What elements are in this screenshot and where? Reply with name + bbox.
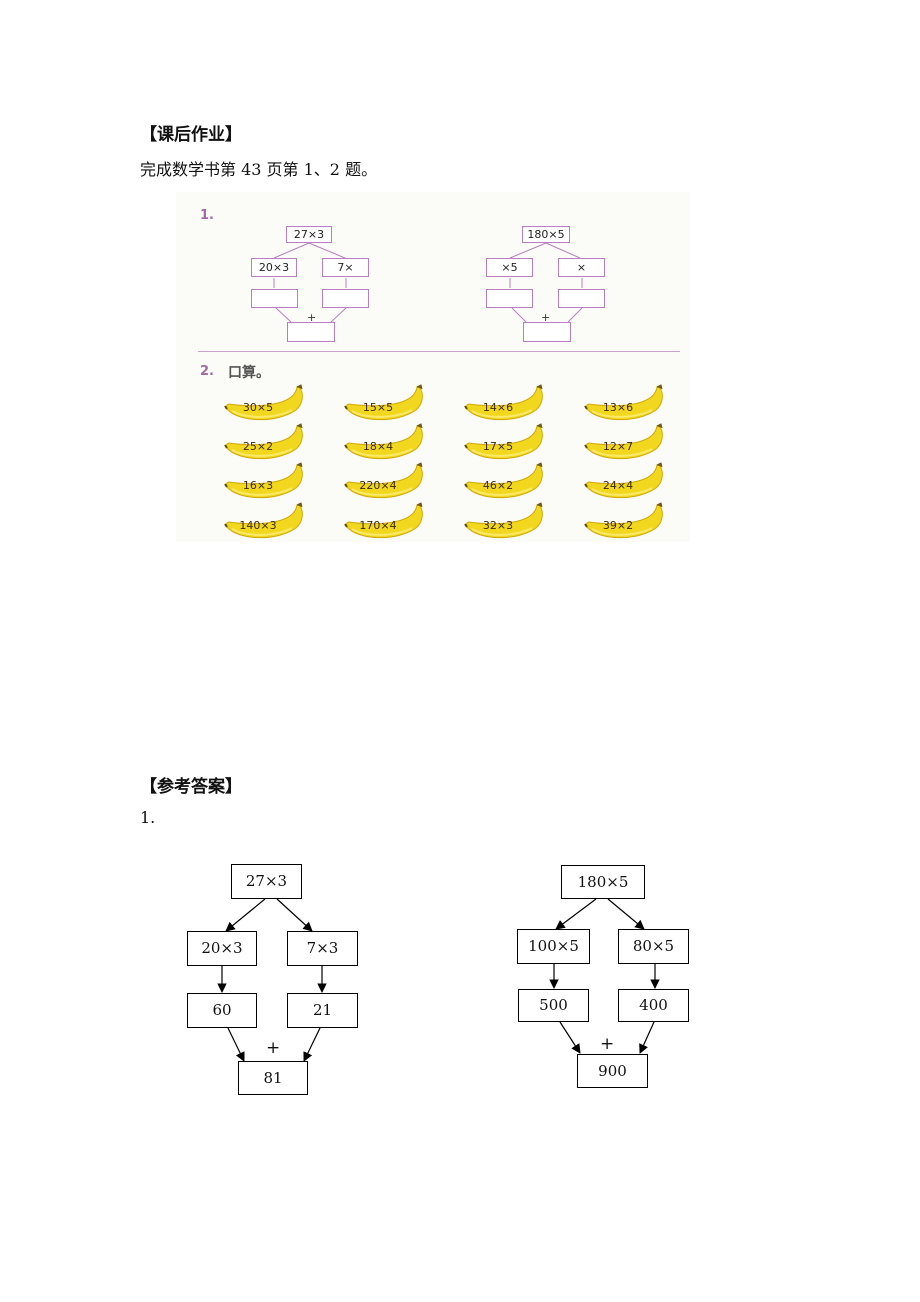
answer-left-sum-box: 81 bbox=[238, 1061, 308, 1095]
exercise-left-sum-blank[interactable] bbox=[287, 322, 335, 342]
banana-item: 15×5 bbox=[344, 384, 426, 426]
banana-expression: 39×2 bbox=[602, 519, 634, 532]
exercise-left-left-box: 20×3 bbox=[251, 258, 297, 277]
exercise-q2-title: 口算。 bbox=[228, 365, 270, 381]
banana-item: 46×2 bbox=[464, 462, 546, 504]
exercise-left-right-box: 7× bbox=[322, 258, 369, 277]
answer-left-left-result: 60 bbox=[187, 993, 257, 1028]
banana-item: 13×6 bbox=[584, 384, 666, 426]
banana-expression: 15×5 bbox=[362, 401, 394, 414]
banana-item: 18×4 bbox=[344, 423, 426, 465]
banana-item: 25×2 bbox=[224, 423, 306, 465]
answer-left-right-result: 21 bbox=[287, 993, 358, 1028]
answer-left-plus: + bbox=[266, 1038, 281, 1058]
banana-item: 14×6 bbox=[464, 384, 546, 426]
banana-item: 17×5 bbox=[464, 423, 546, 465]
banana-expression: 32×3 bbox=[482, 519, 514, 532]
banana-item: 12×7 bbox=[584, 423, 666, 465]
answer-right-left-box: 100×5 bbox=[517, 929, 590, 964]
banana-item: 24×4 bbox=[584, 462, 666, 504]
exercise-left-plus: + bbox=[307, 311, 317, 324]
banana-expression: 17×5 bbox=[482, 440, 514, 453]
exercise-q2-number: 2. bbox=[200, 364, 214, 379]
answer-right-right-result: 400 bbox=[618, 989, 689, 1022]
banana-item: 220×4 bbox=[344, 462, 426, 504]
banana-expression: 12×7 bbox=[602, 440, 634, 453]
answer-right-plus: + bbox=[600, 1034, 615, 1054]
banana-expression: 25×2 bbox=[242, 440, 274, 453]
banana-expression: 18×4 bbox=[362, 440, 394, 453]
exercise-left-top-box: 27×3 bbox=[286, 226, 332, 243]
answers-title: 【参考答案】 bbox=[140, 777, 242, 797]
banana-expression: 46×2 bbox=[482, 479, 514, 492]
banana-expression: 24×4 bbox=[602, 479, 634, 492]
banana-item: 16×3 bbox=[224, 462, 306, 504]
banana-expression: 14×6 bbox=[482, 401, 514, 414]
answer-right-left-result: 500 bbox=[518, 989, 589, 1022]
homework-instruction: 完成数学书第 43 页第 1、2 题。 bbox=[140, 160, 378, 179]
exercise-right-left-box: ×5 bbox=[486, 258, 533, 277]
exercise-right-top-box: 180×5 bbox=[522, 226, 570, 243]
banana-expression: 16×3 bbox=[242, 479, 274, 492]
exercise-right-right-blank[interactable] bbox=[558, 289, 605, 308]
exercise-right-sum-blank[interactable] bbox=[523, 322, 571, 342]
answer-left-left-box: 20×3 bbox=[187, 931, 257, 966]
answer-right-top-box: 180×5 bbox=[561, 865, 645, 899]
banana-expression: 220×4 bbox=[359, 479, 397, 492]
banana-item: 32×3 bbox=[464, 502, 546, 544]
banana-item: 140×3 bbox=[224, 502, 306, 544]
banana-item: 30×5 bbox=[224, 384, 306, 426]
exercise-tree-connectors bbox=[273, 242, 583, 323]
exercise-divider bbox=[198, 351, 680, 352]
answer-right-right-box: 80×5 bbox=[618, 929, 689, 964]
exercise-q1-number: 1. bbox=[200, 208, 214, 223]
banana-item: 39×2 bbox=[584, 502, 666, 544]
exercise-left-left-blank[interactable] bbox=[251, 289, 298, 308]
banana-expression: 170×4 bbox=[359, 519, 397, 532]
banana-expression: 140×3 bbox=[239, 519, 277, 532]
exercise-left-right-blank[interactable] bbox=[322, 289, 369, 308]
banana-item: 170×4 bbox=[344, 502, 426, 544]
homework-title: 【课后作业】 bbox=[140, 125, 242, 145]
banana-expression: 13×6 bbox=[602, 401, 634, 414]
answer-left-right-box: 7×3 bbox=[287, 931, 358, 966]
exercise-right-plus: + bbox=[541, 311, 551, 324]
answer-right-sum-box: 900 bbox=[577, 1054, 648, 1088]
answer-left-top-box: 27×3 bbox=[231, 864, 302, 899]
answers-q1-number: 1. bbox=[140, 808, 156, 827]
banana-expression: 30×5 bbox=[242, 401, 274, 414]
exercise-right-right-box: × bbox=[558, 258, 605, 277]
exercise-image: 1. 27×3 20×3 7× + 180×5 ×5 × + 2. 口算。 30… bbox=[176, 192, 690, 542]
exercise-right-left-blank[interactable] bbox=[486, 289, 533, 308]
